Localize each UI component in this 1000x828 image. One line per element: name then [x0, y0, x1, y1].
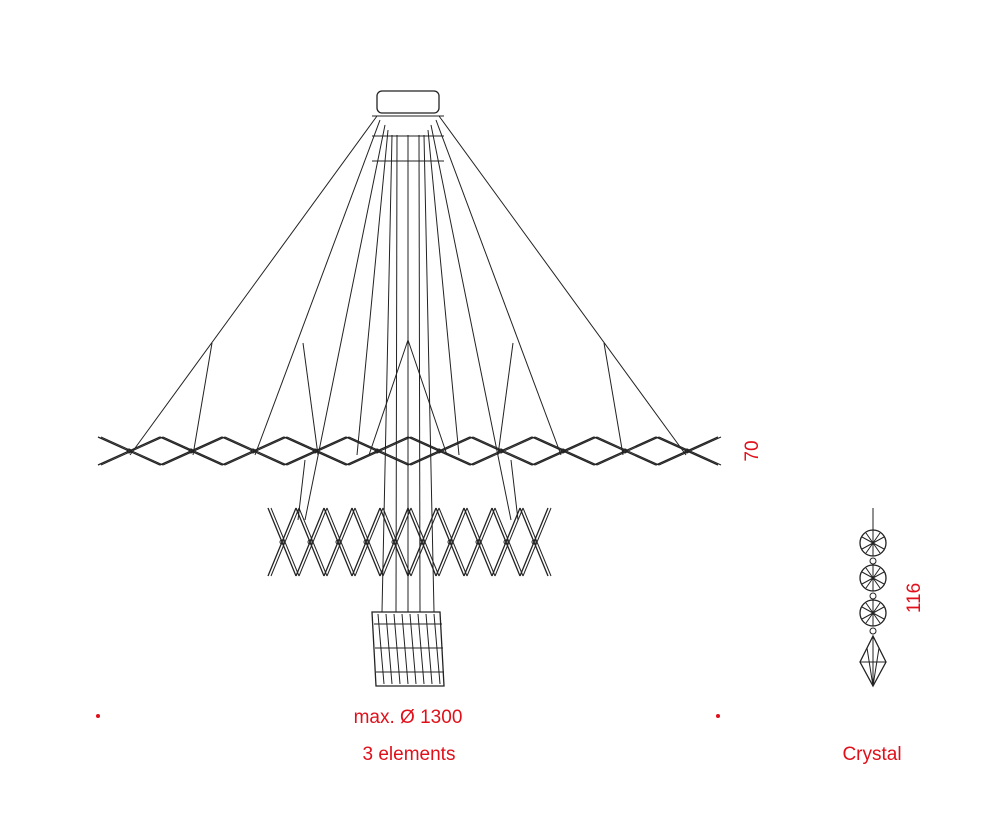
scissor-pivot	[531, 539, 537, 545]
scissor-pivot	[503, 539, 509, 545]
crystal-title: Crystal	[842, 744, 901, 765]
scissor-bar	[323, 507, 353, 577]
scissor-bar	[283, 436, 347, 466]
scissor-bar-edge	[382, 507, 412, 577]
scissor-bar	[435, 507, 465, 577]
scissor-pivot	[560, 448, 566, 454]
scissor-pivot	[188, 448, 194, 454]
scissor-bar-edge	[348, 436, 412, 466]
scissor-element-medium	[267, 507, 552, 577]
scissor-bar	[519, 507, 549, 577]
scissor-bar-edge	[522, 507, 552, 577]
scissor-pivot	[684, 448, 690, 454]
scissor-bar-edge	[326, 507, 356, 577]
scissor-bar-edge	[494, 507, 524, 577]
scissor-pivot	[436, 448, 442, 454]
scissor-pivot	[335, 539, 341, 545]
scissor-bar-edge	[658, 436, 722, 466]
scissor-bar	[655, 436, 719, 466]
scissor-bar-edge	[596, 436, 660, 466]
scissor-bar-edge	[354, 507, 384, 577]
suspension-cables	[129, 115, 687, 613]
scissor-bar	[531, 436, 595, 466]
scissor-pivot	[363, 539, 369, 545]
scissor-pivot	[622, 448, 628, 454]
scissor-element-large	[97, 436, 722, 466]
scissor-bar	[267, 507, 297, 577]
scissor-bar	[159, 436, 223, 466]
scissor-pivot	[374, 448, 380, 454]
scissor-bar-edge	[410, 507, 440, 577]
dimension-marker-right	[716, 714, 720, 718]
scissor-bar-edge	[224, 436, 288, 466]
scissor-bar	[593, 436, 657, 466]
scissor-bar	[469, 436, 533, 466]
diameter-label: max. Ø 1300	[354, 707, 463, 728]
scissor-bar-edge	[270, 507, 300, 577]
scissor-bar-edge	[100, 436, 164, 466]
scissor-bar	[345, 436, 409, 466]
scissor-bar-edge	[534, 436, 598, 466]
scissor-bar	[463, 507, 493, 577]
scissor-bar	[295, 507, 325, 577]
elements-label: 3 elements	[363, 744, 456, 765]
scissor-pivot	[391, 539, 397, 545]
scissor-bar-edge	[286, 436, 350, 466]
scissor-bar-edge	[162, 436, 226, 466]
scissor-pivot	[312, 448, 318, 454]
scissor-bar-edge	[466, 507, 496, 577]
scissor-bar	[97, 436, 161, 466]
scissor-pivot	[126, 448, 132, 454]
scissor-bar-edge	[410, 436, 474, 466]
scissor-pivot	[447, 539, 453, 545]
height-label-main: 70	[742, 440, 763, 461]
scissor-bar	[221, 436, 285, 466]
scissor-bar-edge	[438, 507, 468, 577]
dimension-marker-left	[96, 714, 100, 718]
scissor-pivot	[498, 448, 504, 454]
scissor-bar-edge	[472, 436, 536, 466]
scissor-bar	[491, 507, 521, 577]
scissor-pivot	[250, 448, 256, 454]
scissor-pivot	[475, 539, 481, 545]
scissor-bar	[379, 507, 409, 577]
scissor-pivot	[279, 539, 285, 545]
height-label-crystal: 116	[904, 583, 925, 613]
scissor-bar	[351, 507, 381, 577]
scissor-bar	[407, 436, 471, 466]
crystal-pendant	[859, 508, 887, 688]
scissor-bar-edge	[298, 507, 328, 577]
scissor-pivot	[419, 539, 425, 545]
scissor-element-small	[371, 611, 445, 687]
scissor-bar	[407, 507, 437, 577]
scissor-pivot	[307, 539, 313, 545]
